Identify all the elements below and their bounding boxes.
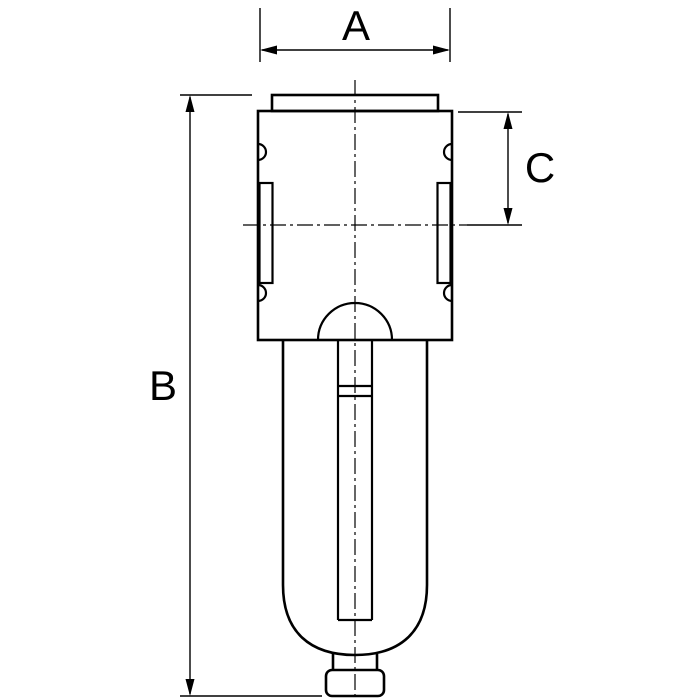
filter-head bbox=[256, 93, 454, 342]
drain-valve bbox=[324, 654, 386, 698]
dimension-label-a: A bbox=[342, 2, 370, 49]
dim-b-arrow-bottom bbox=[185, 679, 195, 696]
dim-c-arrow-top bbox=[503, 112, 513, 129]
centerlines bbox=[243, 80, 467, 698]
dim-a-arrow-right bbox=[433, 45, 450, 55]
dimension-label-b: B bbox=[149, 362, 177, 409]
dimension-c: C bbox=[458, 111, 555, 226]
left-upper-notch bbox=[257, 142, 268, 162]
dimension-b: B bbox=[149, 94, 322, 697]
filter-bowl bbox=[281, 301, 429, 657]
dimension-label-c: C bbox=[525, 144, 555, 191]
left-mounting-slot bbox=[258, 181, 274, 285]
bowl-outline bbox=[281, 340, 429, 657]
dim-a-arrow-left bbox=[260, 45, 277, 55]
head-body bbox=[256, 109, 454, 342]
dimension-a: A bbox=[259, 2, 451, 62]
dim-b-arrow-top bbox=[185, 95, 195, 112]
right-mounting-slot bbox=[436, 181, 452, 285]
right-lower-notch bbox=[442, 283, 453, 303]
left-lower-notch bbox=[257, 283, 268, 303]
right-upper-notch bbox=[442, 142, 453, 162]
drain-knob bbox=[324, 668, 386, 698]
bowl-dome bbox=[316, 301, 394, 341]
dim-c-arrow-bottom bbox=[503, 208, 513, 225]
